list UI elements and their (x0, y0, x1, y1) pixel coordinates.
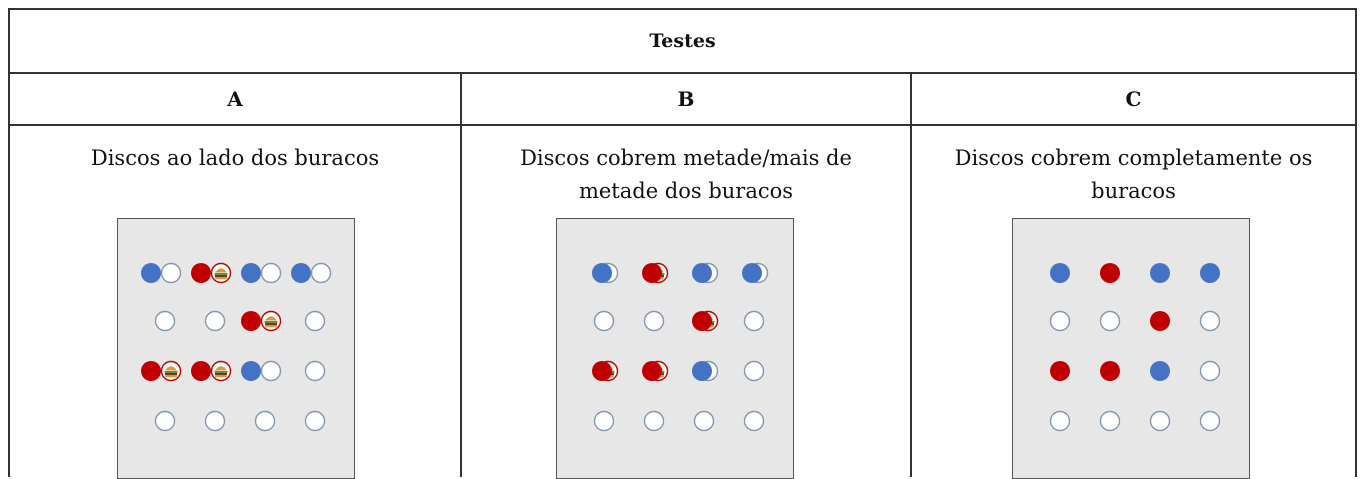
column-b: Discos cobrem metade/mais de metade dos … (460, 126, 910, 479)
board-a-r2c4-hole (304, 310, 326, 332)
board-c-r4c1-hole (1049, 410, 1071, 432)
board-b-diagram (592, 262, 769, 432)
column-header-row: A B C (10, 74, 1355, 126)
board-b-r2c3-disc (692, 311, 712, 331)
board-a-r3c1-burger-icon (160, 360, 182, 382)
board-b-r4c4-hole (743, 410, 765, 432)
board-a-r1c4-disc (291, 263, 311, 283)
board-b-r1c4-disc (742, 263, 762, 283)
board-b-r3c2-disc (642, 361, 662, 381)
board-a-r1c4-hole (310, 262, 332, 284)
description-a: Discos ao lado dos buracos (90, 146, 380, 170)
board-b-r4c2-hole (643, 410, 665, 432)
description-c: Discos cobrem completamente os buracos (954, 146, 1313, 203)
board-a-r2c3-disc (241, 311, 261, 331)
board-a (117, 218, 355, 479)
column-header-b: B (460, 74, 910, 124)
board-b-r4c3-hole (693, 410, 715, 432)
board-c-r3c2-disc (1100, 361, 1120, 381)
board-c-r1c1-disc (1050, 263, 1070, 283)
board-a-r4c3-hole (254, 410, 276, 432)
board-b-r3c1-disc (592, 361, 612, 381)
board-a-r2c1-hole (154, 310, 176, 332)
column-header-a: A (227, 87, 243, 111)
board-a-r1c1-disc (141, 263, 161, 283)
board-a-r2c3-burger-icon (260, 310, 282, 332)
board-a-r3c3-hole (260, 360, 282, 382)
board-a-r1c3-disc (241, 263, 261, 283)
board-b-r2c4-hole (743, 310, 765, 332)
board-c-r4c4-hole (1199, 410, 1221, 432)
board-a-r4c1-hole (154, 410, 176, 432)
board-c-r2c1-hole (1049, 310, 1071, 332)
board-a-r3c2-disc (191, 361, 211, 381)
table-title-text: Testes (649, 30, 716, 52)
board-c-r1c3-disc (1150, 263, 1170, 283)
board-a-r3c1-disc (141, 361, 161, 381)
board-a-r3c2-burger-icon (210, 360, 232, 382)
board-c-r3c4-hole (1199, 360, 1221, 382)
table-body-row: Discos ao lado dos buracos Discos cobrem… (10, 126, 1355, 479)
board-b-r1c1-disc (592, 263, 612, 283)
board-c (1012, 218, 1250, 479)
board-b-r2c1-hole (593, 310, 615, 332)
board-b-r2c2-hole (643, 310, 665, 332)
description-b: Discos cobrem metade/mais de metade dos … (520, 146, 852, 203)
board-a-diagram (141, 262, 332, 432)
board-a-r3c3-disc (241, 361, 261, 381)
column-header-c: C (910, 74, 1355, 124)
board-a-r1c2-disc (191, 263, 211, 283)
board-b-r1c3-disc (692, 263, 712, 283)
table-title: Testes (10, 10, 1355, 74)
board-c-r3c1-disc (1050, 361, 1070, 381)
board-c-r4c2-hole (1099, 410, 1121, 432)
board-c-r2c4-hole (1199, 310, 1221, 332)
board-b (556, 218, 794, 479)
board-a-r3c4-hole (304, 360, 326, 382)
board-b-r3c3-disc (692, 361, 712, 381)
board-a-r2c2-hole (204, 310, 226, 332)
board-c-r3c3-disc (1150, 361, 1170, 381)
board-a-r4c2-hole (204, 410, 226, 432)
board-c-r1c2-disc (1100, 263, 1120, 283)
board-c-r2c2-hole (1099, 310, 1121, 332)
board-c-r4c3-hole (1149, 410, 1171, 432)
tests-table: Testes A B C Discos ao lado dos buracos … (8, 8, 1357, 479)
board-c-r1c4-disc (1200, 263, 1220, 283)
board-b-r3c4-hole (743, 360, 765, 382)
board-a-r4c4-hole (304, 410, 326, 432)
board-c-diagram (1049, 263, 1221, 432)
column-c: Discos cobrem completamente os buracos (910, 126, 1355, 479)
board-a-r1c2-burger-icon (210, 262, 232, 284)
column-a: Discos ao lado dos buracos (10, 126, 460, 479)
board-a-r1c3-hole (260, 262, 282, 284)
board-b-r1c2-disc (642, 263, 662, 283)
board-c-r2c3-disc (1150, 311, 1170, 331)
board-a-r1c1-hole (160, 262, 182, 284)
board-b-r4c1-hole (593, 410, 615, 432)
